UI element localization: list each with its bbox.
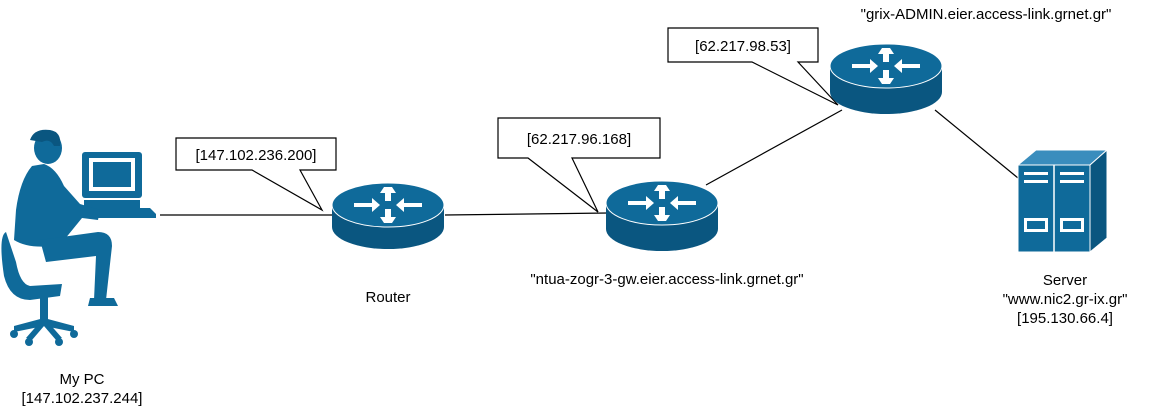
server-hostname: "www.nic2.gr-ix.gr" (1002, 291, 1128, 308)
router-icon (829, 43, 943, 114)
router-icon (331, 182, 445, 249)
pc-label: My PC [147.102.237.244] (2, 370, 162, 408)
router-icon (605, 180, 719, 251)
callout-router1-text: [147.102.236.200] (196, 147, 317, 164)
server-name: Server (1042, 272, 1088, 289)
person-at-computer-icon (1, 129, 156, 346)
router1-label: Router (365, 289, 411, 306)
server-icon (1016, 148, 1109, 254)
router3-hostname: "grix-ADMIN.eier.access-link.grnet.gr" (860, 6, 1112, 23)
callout-router3: [62.217.98.53] (667, 27, 839, 106)
link-router2-router3 (705, 109, 843, 186)
server-ip: [195.130.66.4] (1017, 310, 1113, 327)
link-router1-router2 (444, 212, 609, 216)
link-router3-server (934, 109, 1019, 179)
callout-router2-text: [62.217.96.168] (527, 131, 631, 148)
router2-hostname: "ntua-zogr-3-gw.eier.access-link.grnet.g… (530, 271, 804, 288)
callout-router3-text: [62.217.98.53] (695, 38, 791, 55)
server-label: Server "www.nic2.gr-ix.gr" [195.130.66.4… (970, 271, 1160, 328)
pc-ip: [147.102.237.244] (21, 390, 143, 407)
callout-router1: [147.102.236.200] (175, 137, 337, 212)
callout-router2: [62.217.96.168] (497, 117, 661, 213)
pc-name: My PC (59, 371, 105, 388)
